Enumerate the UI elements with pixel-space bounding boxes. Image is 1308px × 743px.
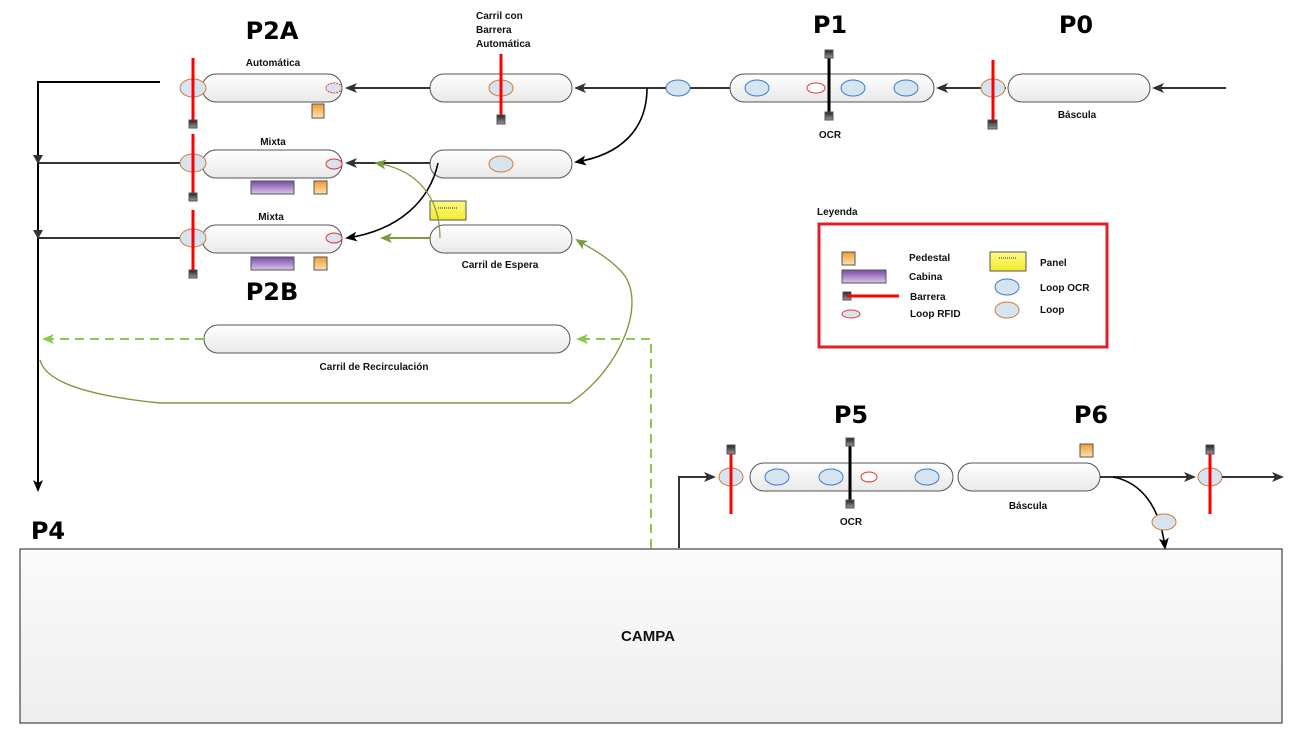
panel-icon	[429, 200, 467, 221]
station-p2a-title: P2A	[246, 17, 299, 45]
barrier-post-icon	[496, 114, 506, 125]
bascula-p6-label: Báscula	[1009, 501, 1048, 512]
mixta-2-lane[interactable]	[201, 224, 343, 254]
legend-loop-icon	[994, 301, 1020, 319]
barrier-post-icon	[987, 119, 998, 130]
station-p0-title: P0	[1059, 11, 1093, 39]
legend-barrera-label: Barrera	[910, 292, 946, 303]
recirc-in-dashed-arrow	[576, 334, 652, 548]
legend-loop-rfid-icon	[841, 309, 861, 319]
pedestal-icon	[313, 180, 328, 195]
station-p5-title: P5	[834, 401, 868, 429]
ocr-p1-label: OCR	[819, 130, 842, 141]
legend-cabina-icon	[841, 269, 887, 284]
pedestal-icon	[313, 256, 328, 271]
carril-recirculacion-label: Carril de Recirculación	[320, 362, 429, 373]
carril-recirculacion-lane[interactable]	[203, 324, 571, 354]
loop-ocr-icon	[840, 79, 866, 97]
p5-ocr-gantry	[845, 437, 855, 509]
return-to-campa-curve-arrow	[1112, 476, 1169, 550]
carril-barrera-label-line3: Automática	[476, 39, 531, 50]
carril-barrera-label-line2: Barrera	[476, 25, 512, 36]
barrier-post-icon	[188, 192, 198, 202]
legend-pedestal-label: Pedestal	[909, 253, 950, 264]
p1-to-mixta-curve-arrow	[574, 87, 648, 166]
loop-rfid-icon	[806, 82, 826, 94]
mixta-1-lane[interactable]	[201, 149, 343, 179]
loop-rfid-icon	[325, 232, 343, 244]
legend-loop-ocr-icon	[994, 278, 1020, 296]
legend-title: Leyenda	[817, 207, 858, 218]
cabina-icon	[250, 256, 295, 271]
legend-panel-icon	[989, 251, 1027, 272]
bascula-p0-lane[interactable]	[1007, 73, 1151, 103]
legend-loop-ocr-label: Loop OCR	[1040, 283, 1090, 294]
merge-arrow-icon	[33, 230, 43, 239]
loop-ocr-icon	[665, 79, 691, 97]
ocr-p5-label: OCR	[840, 517, 863, 528]
exit-to-p4-line	[33, 81, 160, 492]
loop-ocr-icon	[764, 468, 790, 486]
carril-espera-lane[interactable]	[429, 224, 573, 254]
legend-pedestal-icon	[841, 251, 856, 266]
barrier-post-icon	[188, 119, 198, 129]
campa-exit-arrow	[678, 472, 716, 548]
loop-icon	[488, 155, 514, 173]
p0-barrier	[987, 60, 998, 130]
campa-area[interactable]	[19, 548, 1283, 724]
pedestal-icon	[1079, 443, 1094, 458]
legend-cabina-label: Cabina	[909, 272, 943, 283]
loop-rfid-icon	[325, 158, 343, 170]
automatica-label: Automática	[246, 58, 301, 69]
bascula-p0-label: Báscula	[1058, 110, 1097, 121]
mixta-1-label: Mixta	[260, 137, 286, 148]
legend-panel-label: Panel	[1040, 258, 1067, 269]
p1-ocr-gantry	[824, 49, 834, 121]
return-to-espera-loop	[39, 238, 633, 404]
bascula-p6-lane[interactable]	[957, 462, 1101, 492]
pedestal-icon	[311, 103, 325, 119]
loop-ocr-icon	[914, 468, 940, 486]
station-p1-title: P1	[813, 11, 847, 39]
espera-to-mixta-1-curve-arrow	[374, 159, 441, 239]
legend-loop-label: Loop	[1040, 305, 1064, 316]
station-p4-title: P4	[31, 517, 65, 545]
to-mixta-2-curve-arrow	[345, 162, 439, 242]
barrier-post-icon	[188, 269, 198, 279]
cabina-icon	[250, 180, 295, 195]
carril-espera-label: Carril de Espera	[462, 260, 539, 271]
loop-ocr-icon	[744, 79, 770, 97]
loop-rfid-icon	[325, 82, 343, 94]
loop-icon	[1151, 513, 1177, 531]
carril-barrera-label-line1: Carril con	[476, 11, 523, 22]
merge-arrow-icon	[33, 155, 43, 164]
mixta-2-label: Mixta	[258, 212, 284, 223]
legend-box	[817, 222, 1109, 349]
station-p6-title: P6	[1074, 401, 1108, 429]
campa-label: CAMPA	[621, 628, 675, 645]
automatica-lane[interactable]	[201, 73, 343, 103]
legend-loop-rfid-label: Loop RFID	[910, 309, 961, 320]
station-p2b-title: P2B	[246, 278, 299, 306]
loop-ocr-icon	[818, 468, 844, 486]
barrier-post-icon	[1205, 444, 1215, 455]
loop-ocr-icon	[893, 79, 919, 97]
barrier-post-icon	[726, 444, 736, 455]
loop-rfid-icon	[860, 471, 878, 483]
